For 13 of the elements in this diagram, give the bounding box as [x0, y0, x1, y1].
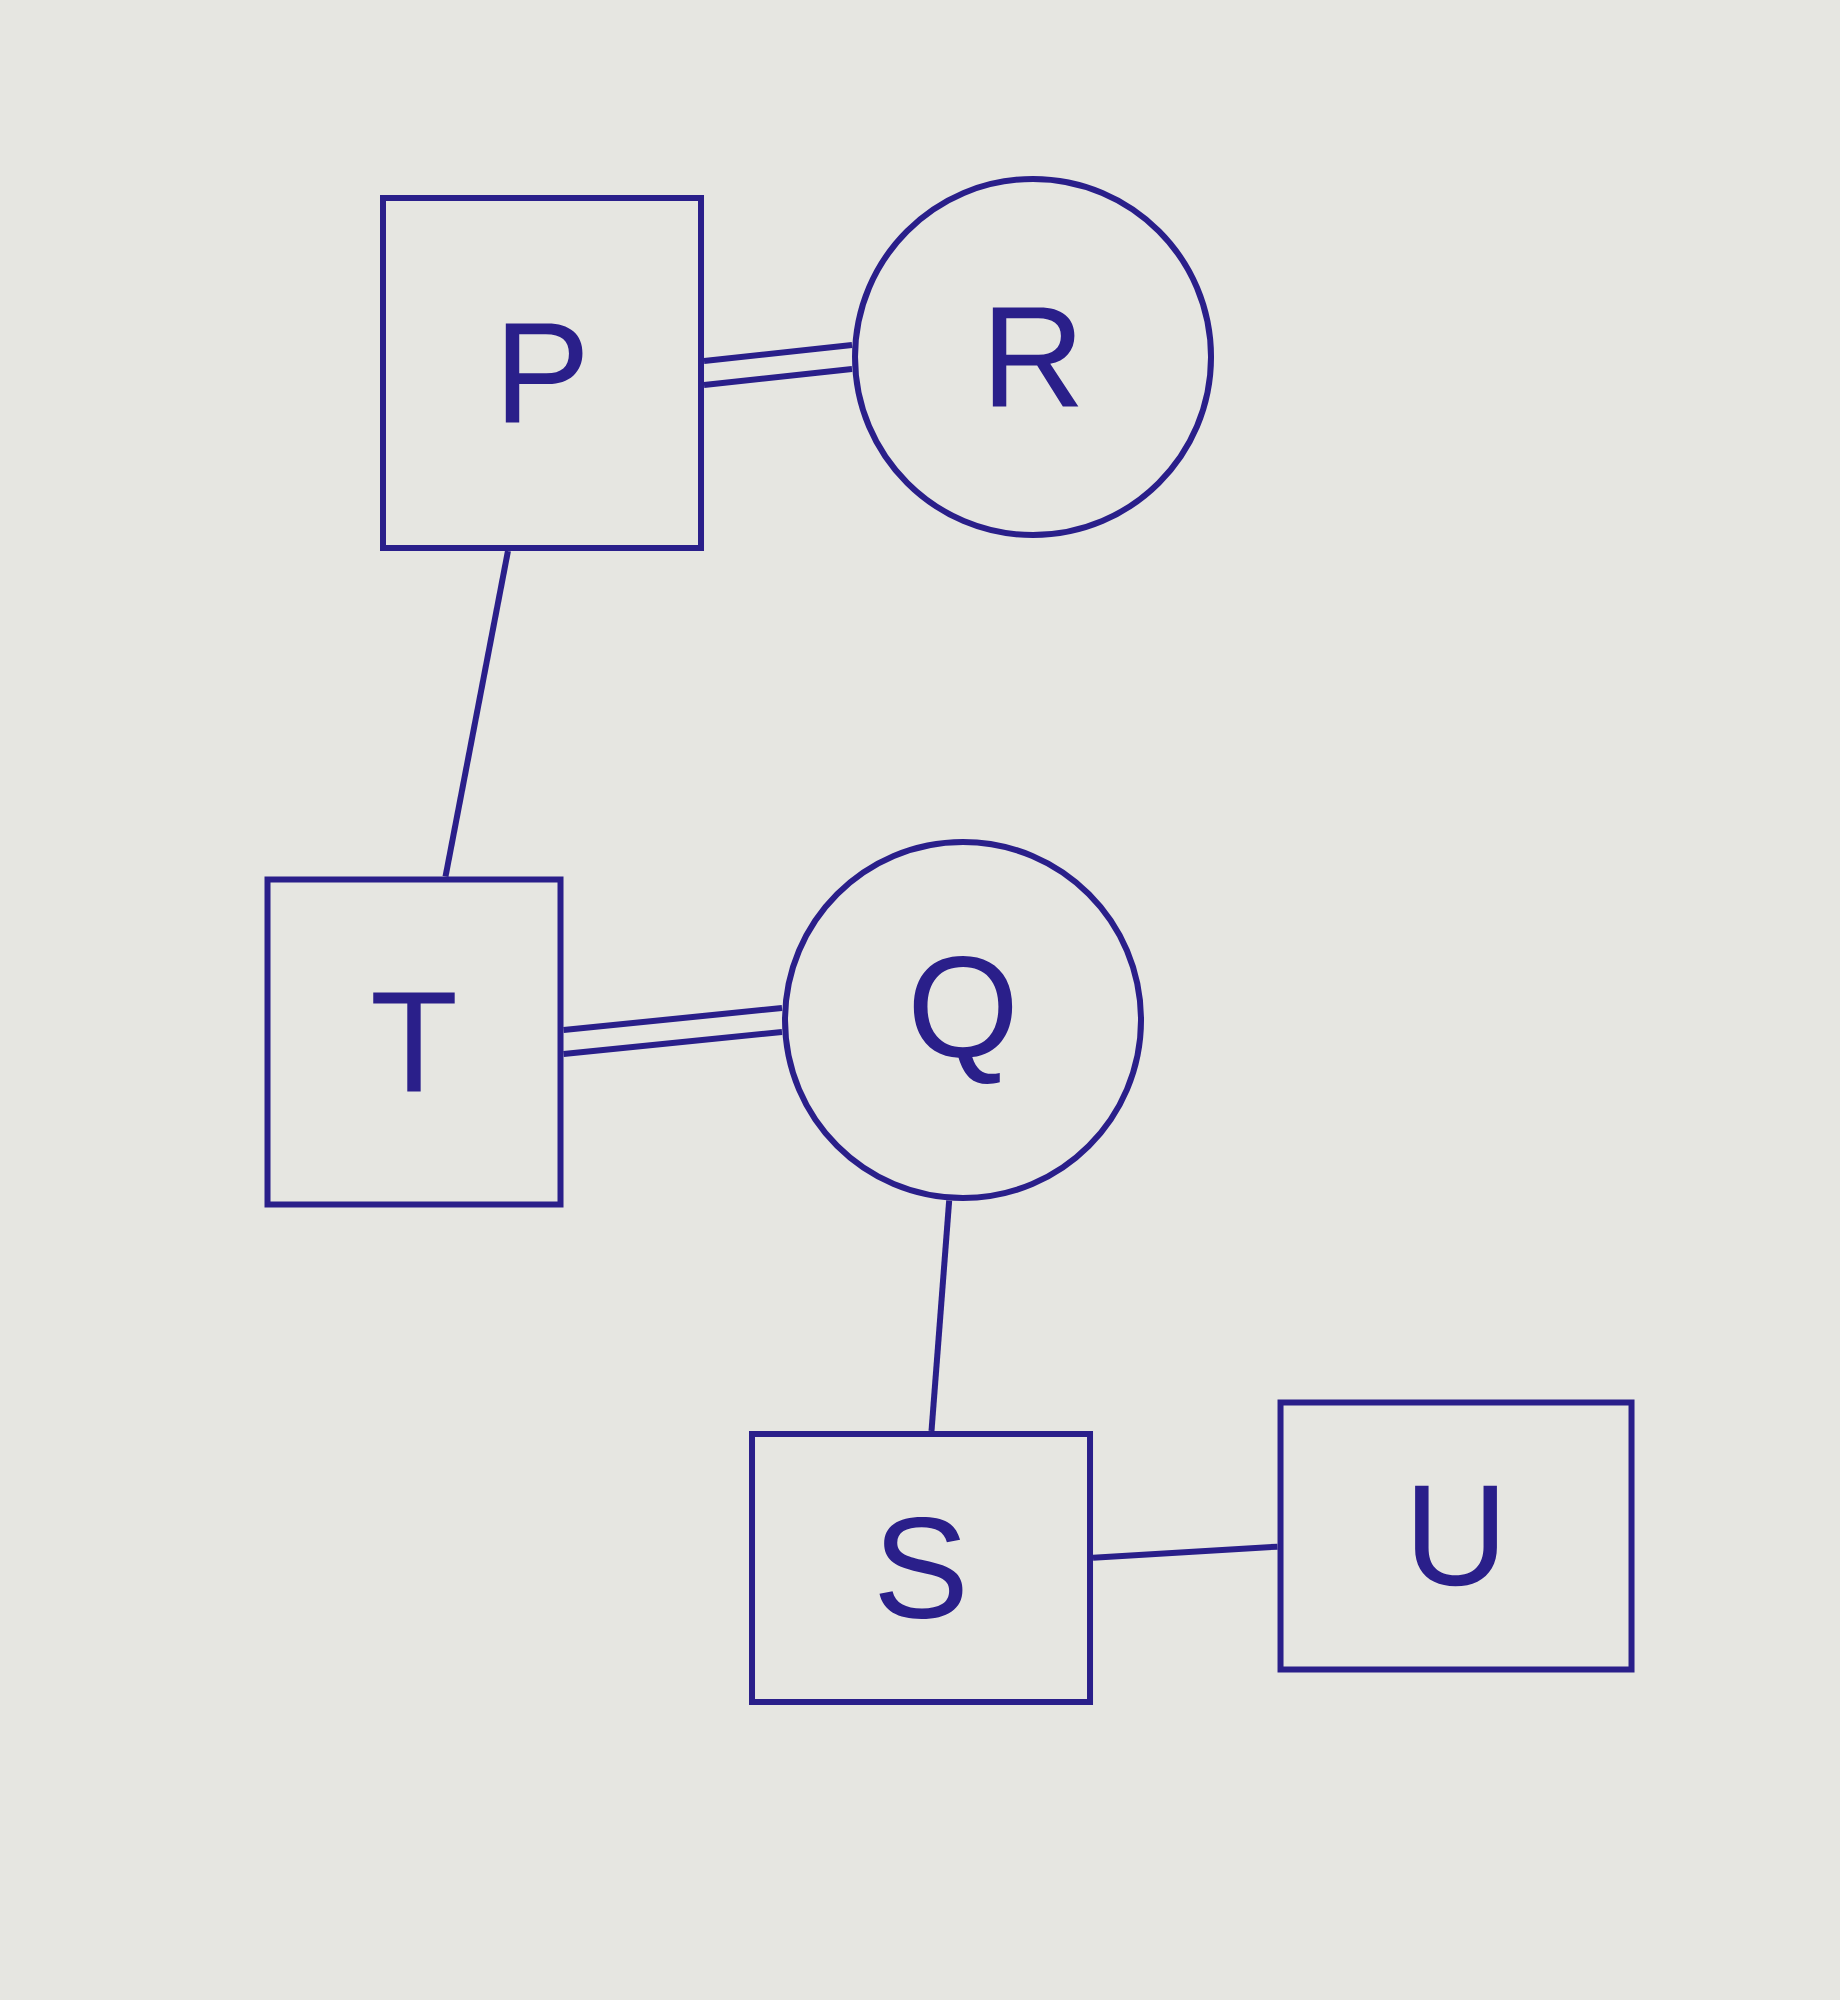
circle-node: R [852, 176, 1214, 538]
circle-node: Q [782, 839, 1144, 1201]
connector-line [928, 1200, 953, 1432]
connector-line [563, 1029, 783, 1057]
box-node: S [749, 1431, 1093, 1705]
box-node: T [264, 876, 564, 1208]
connector-line [703, 342, 853, 364]
connector-line [442, 550, 511, 878]
connector-line [1092, 1543, 1278, 1561]
box-node: P [380, 195, 704, 551]
connector-line [703, 366, 853, 388]
box-node: U [1277, 1399, 1635, 1673]
connector-line [563, 1005, 783, 1033]
